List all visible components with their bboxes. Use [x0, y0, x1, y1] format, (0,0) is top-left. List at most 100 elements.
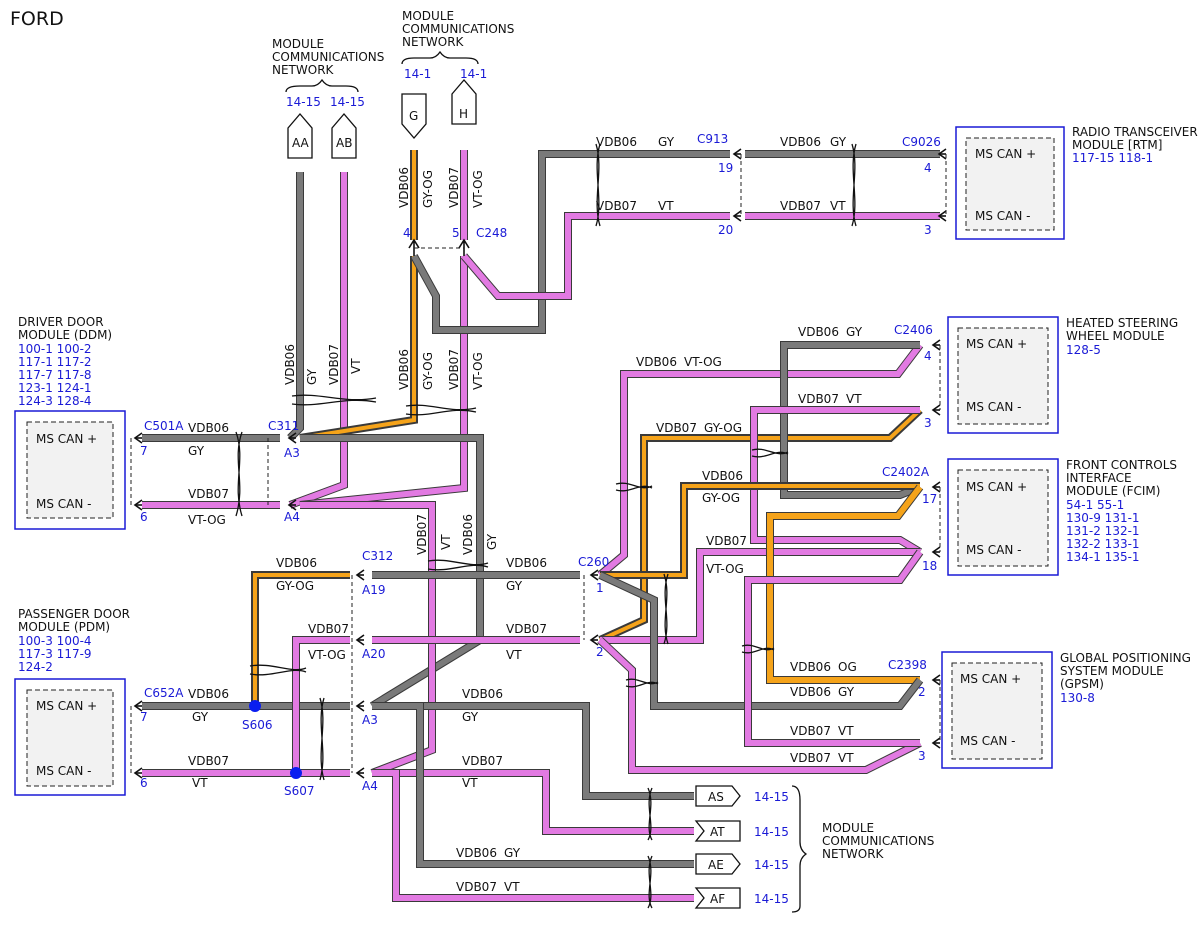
tag-at[interactable]: AT — [694, 820, 741, 842]
svg-text:14-15: 14-15 — [754, 825, 789, 839]
wire-core-vt — [461, 213, 730, 299]
svg-text:VDB07: VDB07 — [327, 344, 341, 385]
pin-labels: 7 6 A3 A4 7 6 A19 A20 A3 A4 1 2 4 5 19 2… — [140, 161, 937, 793]
svg-text:14-15: 14-15 — [286, 95, 321, 109]
svg-text:VDB06: VDB06 — [456, 846, 497, 860]
svg-text:GY: GY — [846, 325, 863, 339]
svg-text:VT-OG: VT-OG — [308, 648, 346, 662]
svg-text:MS CAN +: MS CAN + — [36, 432, 97, 446]
wire-core-gy-og — [299, 256, 416, 440]
tag-ab[interactable]: AB — [331, 113, 357, 159]
svg-text:VT: VT — [838, 751, 854, 765]
svg-text:4: 4 — [924, 161, 932, 175]
svg-text:MS CAN -: MS CAN - — [975, 209, 1031, 223]
brand-label: FORD — [10, 8, 64, 30]
splice-s606 — [249, 700, 261, 712]
svg-text:VDB06: VDB06 — [397, 167, 411, 208]
svg-text:NETWORK: NETWORK — [272, 63, 335, 77]
svg-text:GY: GY — [485, 533, 499, 550]
svg-text:VDB06: VDB06 — [397, 349, 411, 390]
tag-g[interactable]: G — [401, 93, 427, 139]
svg-text:VT: VT — [462, 776, 478, 790]
wire-core-gy — [372, 703, 694, 867]
svg-text:A3: A3 — [284, 446, 300, 460]
svg-text:123-1 124-1: 123-1 124-1 — [18, 381, 92, 395]
svg-text:C501A: C501A — [144, 419, 184, 433]
wire-core-gy — [287, 172, 303, 441]
svg-text:117-7 117-8: 117-7 117-8 — [18, 368, 92, 382]
wire-core-vt — [288, 172, 347, 508]
svg-text:GY: GY — [830, 135, 847, 149]
svg-text:VDB06: VDB06 — [596, 135, 637, 149]
svg-text:SYSTEM MODULE: SYSTEM MODULE — [1060, 664, 1164, 678]
svg-text:VDB06: VDB06 — [798, 325, 839, 339]
network-label-top-left: MODULE COMMUNICATIONS NETWORK 14-15 14-1… — [272, 37, 384, 109]
wire-core-vt — [597, 637, 922, 773]
svg-text:MS CAN +: MS CAN + — [36, 699, 97, 713]
svg-text:14-15: 14-15 — [754, 790, 789, 804]
tag-ae[interactable]: AE — [695, 853, 741, 875]
svg-text:C248: C248 — [476, 226, 507, 240]
svg-text:VDB06: VDB06 — [276, 556, 317, 570]
wire-core-gy — [411, 151, 730, 333]
svg-text:GY: GY — [504, 846, 521, 860]
svg-text:6: 6 — [140, 776, 148, 790]
svg-text:18: 18 — [922, 559, 937, 573]
wire-core-og — [767, 485, 923, 683]
tag-h[interactable]: H — [451, 79, 477, 125]
svg-text:G: G — [409, 109, 418, 123]
svg-text:1: 1 — [596, 581, 604, 595]
svg-text:COMMUNICATIONS: COMMUNICATIONS — [272, 50, 384, 64]
svg-text:128-5: 128-5 — [1066, 343, 1101, 357]
svg-text:VDB06: VDB06 — [283, 344, 297, 385]
svg-text:VT: VT — [192, 776, 208, 790]
svg-text:VDB06: VDB06 — [790, 660, 831, 674]
module-fcim[interactable]: MS CAN + MS CAN - — [947, 458, 1059, 576]
svg-text:C2398: C2398 — [888, 658, 927, 672]
svg-text:VDB06: VDB06 — [462, 687, 503, 701]
svg-text:GY: GY — [192, 710, 209, 724]
wire-core-vt-og — [293, 637, 350, 773]
tag-aa[interactable]: AA — [287, 113, 313, 159]
wires — [142, 150, 940, 902]
module-rtm[interactable]: MS CAN + MS CAN - — [955, 126, 1065, 240]
svg-text:14-1: 14-1 — [404, 67, 431, 81]
ddm-title: DRIVER DOOR MODULE (DDM) 100-1 100-2 117… — [18, 315, 112, 408]
module-pdm[interactable]: MS CAN + MS CAN - — [14, 678, 126, 796]
svg-text:VT: VT — [658, 199, 674, 213]
svg-text:VT: VT — [506, 648, 522, 662]
svg-text:MS CAN -: MS CAN - — [36, 497, 92, 511]
svg-text:C260: C260 — [578, 555, 609, 569]
svg-text:GY: GY — [305, 368, 319, 385]
svg-text:C311: C311 — [268, 419, 299, 433]
svg-text:VDB07: VDB07 — [188, 754, 229, 768]
svg-text:17: 17 — [922, 492, 937, 506]
tag-af[interactable]: AF — [694, 887, 741, 909]
svg-text:C2406: C2406 — [894, 323, 933, 337]
svg-text:100-3 100-4: 100-3 100-4 — [18, 634, 92, 648]
svg-text:A20: A20 — [362, 647, 385, 661]
hsw-title: HEATED STEERING WHEEL MODULE 128-5 — [1066, 316, 1178, 357]
module-hsw[interactable]: MS CAN + MS CAN - — [947, 316, 1059, 434]
svg-text:MS CAN +: MS CAN + — [975, 147, 1036, 161]
svg-text:GY-OG: GY-OG — [276, 579, 314, 593]
svg-text:COMMUNICATIONS: COMMUNICATIONS — [402, 22, 514, 36]
network-label-bottom: MODULE COMMUNICATIONS NETWORK — [791, 785, 934, 913]
module-gpsm[interactable]: MS CAN + MS CAN - — [941, 651, 1053, 769]
svg-text:14-15: 14-15 — [754, 858, 789, 872]
svg-text:124-2: 124-2 — [18, 660, 53, 674]
svg-text:PASSENGER DOOR: PASSENGER DOOR — [18, 607, 130, 621]
svg-text:VDB06: VDB06 — [636, 355, 677, 369]
module-ddm[interactable]: MS CAN + MS CAN - — [14, 410, 126, 530]
svg-text:VDB07: VDB07 — [456, 880, 497, 894]
svg-text:117-3 117-9: 117-3 117-9 — [18, 647, 92, 661]
svg-text:MS CAN -: MS CAN - — [36, 764, 92, 778]
connector-labels: C501A C311 C652A C312 C260 C913 C9026 C2… — [144, 132, 941, 798]
network-label-top-mid: MODULE COMMUNICATIONS NETWORK 14-1 14-1 — [401, 9, 514, 81]
svg-text:H: H — [459, 107, 468, 121]
svg-text:117-1 117-2: 117-1 117-2 — [18, 355, 92, 369]
tag-as[interactable]: AS — [695, 785, 741, 807]
wire-core-gy — [781, 342, 922, 498]
svg-text:C913: C913 — [697, 132, 728, 146]
